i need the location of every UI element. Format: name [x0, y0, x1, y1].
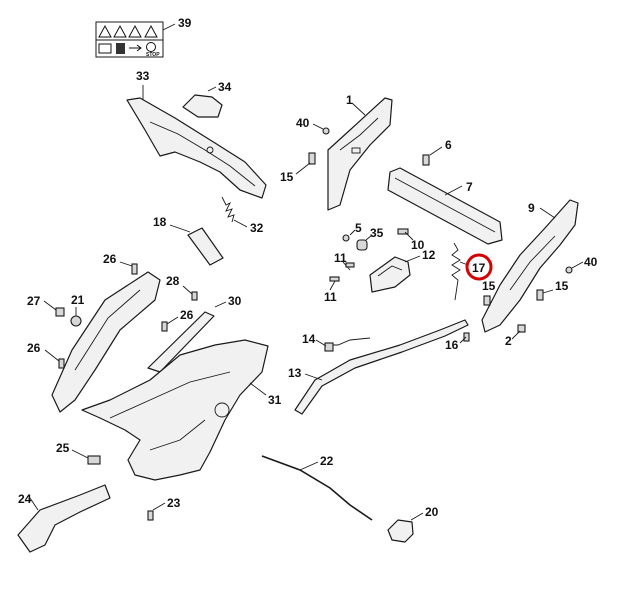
screw-23 [147, 510, 154, 521]
screw-11-lower [329, 276, 340, 282]
part-left-handle-arm [51, 271, 161, 413]
callout-11-lower: 11 [324, 290, 337, 304]
callout-25: 25 [56, 441, 70, 455]
screw-15-center [483, 295, 491, 306]
callout-33: 33 [136, 69, 150, 83]
part-27-nut [55, 307, 65, 317]
screw-26-middle [161, 321, 168, 332]
screw-28 [191, 291, 198, 301]
part-10-pin [397, 228, 409, 235]
callout-26: 26 [103, 252, 117, 266]
callout-12: 12 [422, 248, 436, 262]
callout-40-right: 40 [584, 255, 598, 269]
callout-15-center: 15 [482, 279, 496, 293]
part-18-bracket [187, 227, 224, 266]
callout-9: 9 [528, 201, 535, 215]
part-24-grip [17, 484, 111, 553]
hand-blade-icon [116, 43, 125, 54]
callout-32: 32 [250, 221, 264, 235]
callout-2: 2 [505, 334, 512, 348]
screw-5 [342, 234, 350, 242]
screw-26-lower [58, 358, 65, 369]
callout-7: 7 [466, 180, 473, 194]
screw-6 [422, 154, 430, 166]
part-33-upper-handle [126, 97, 267, 199]
warning-triangle-icon [98, 24, 112, 38]
part-12-lever [369, 256, 411, 293]
screw-16 [463, 332, 470, 342]
callout-21: 21 [71, 293, 85, 307]
screw-26-upper [131, 263, 138, 275]
callout-15-right: 15 [555, 279, 569, 293]
callout-39: 39 [178, 16, 192, 30]
callout-28: 28 [166, 274, 180, 288]
callout-40: 40 [296, 116, 310, 130]
part-1-left-console [327, 97, 393, 211]
callout-18: 18 [153, 215, 167, 229]
screw-15-right [536, 289, 544, 301]
screw-15-left [308, 152, 316, 165]
part-22-cable [261, 455, 373, 521]
part-25-clip [87, 455, 101, 465]
callout-30: 30 [228, 294, 242, 308]
callout-26-lower: 26 [27, 341, 41, 355]
part-35-knob [356, 239, 368, 251]
part-32-spring [221, 196, 235, 223]
callout-15: 15 [280, 170, 294, 184]
part-39-warning-decal: STOP [95, 21, 164, 58]
stop-text: STOP [146, 52, 160, 58]
callout-6: 6 [445, 138, 452, 152]
manual-book-icon [98, 43, 112, 54]
callout-31: 31 [268, 393, 282, 407]
highlight-circle [465, 253, 493, 281]
part-13-rod [294, 319, 469, 415]
part-20-knob [387, 519, 414, 543]
callout-14: 14 [302, 332, 316, 346]
callout-10: 10 [411, 238, 425, 252]
callout-34: 34 [218, 80, 232, 94]
arrow-icon [129, 44, 142, 52]
callout-1: 1 [346, 93, 353, 107]
warning-triangle-icon [128, 24, 142, 38]
part-31-housing [81, 339, 269, 481]
callout-13: 13 [288, 366, 302, 380]
stop-icon [146, 42, 156, 52]
callout-23: 23 [167, 496, 181, 510]
callout-17-highlighted: 17 [472, 261, 486, 275]
part-14-clip [324, 342, 334, 352]
screw-40-left [322, 127, 330, 135]
callout-26-middle: 26 [180, 308, 194, 322]
callout-16: 16 [445, 338, 459, 352]
warning-triangle-icon [144, 24, 158, 38]
part-7-rail [387, 167, 503, 245]
callout-5: 5 [355, 221, 362, 235]
callout-24: 24 [18, 492, 32, 506]
screw-40-right [565, 266, 573, 274]
screw-11-upper [345, 262, 355, 268]
callout-27: 27 [27, 294, 41, 308]
part-21-washer [70, 315, 82, 327]
callout-20: 20 [425, 505, 439, 519]
warning-triangle-icon [113, 24, 127, 38]
part-34-cap [182, 94, 223, 118]
callout-22: 22 [320, 454, 334, 468]
part-9-right-console [481, 199, 579, 333]
callout-35: 35 [370, 226, 384, 240]
screw-2 [517, 324, 526, 333]
part-17-spring [451, 242, 461, 301]
callout-11: 11 [334, 251, 347, 265]
part-30-lower-bar [147, 311, 215, 373]
